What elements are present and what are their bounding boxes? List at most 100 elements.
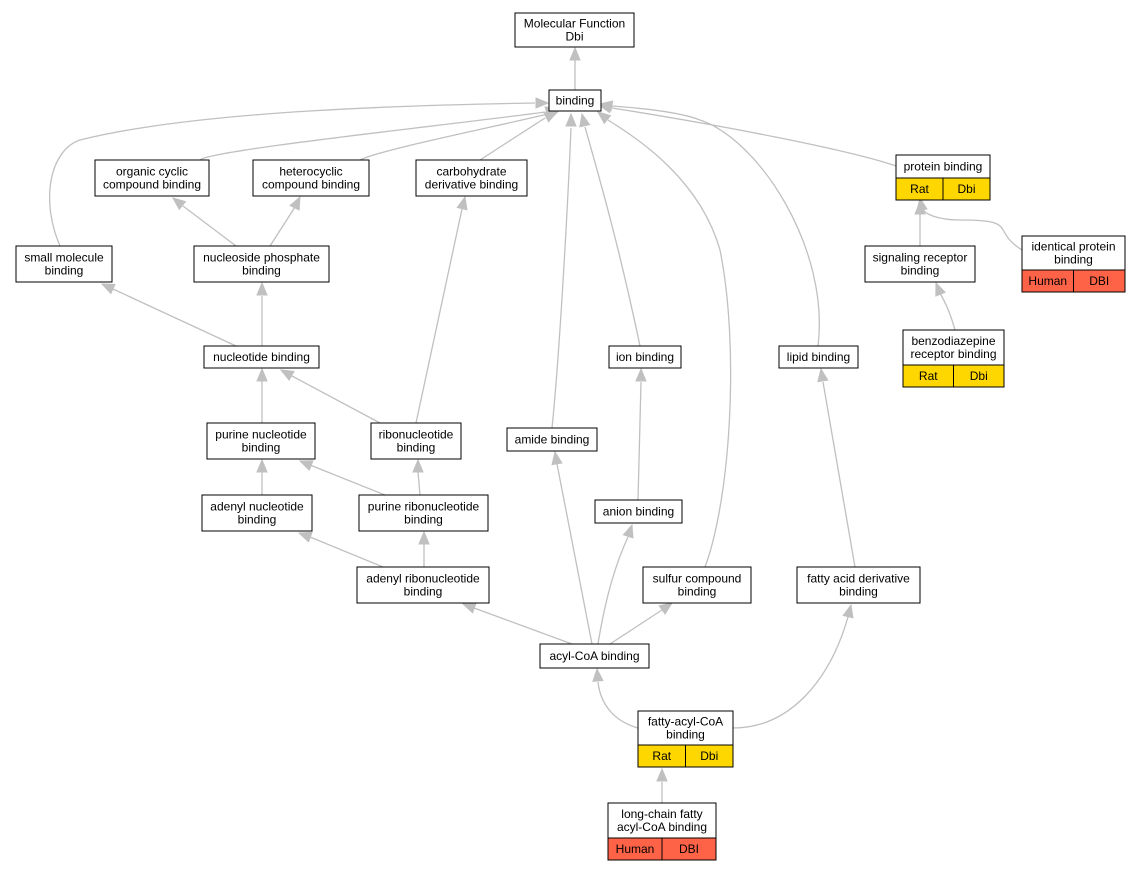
node-box	[594, 499, 683, 524]
node-label: benzodiazepine	[911, 334, 995, 348]
edge-line	[359, 113, 549, 161]
gene-label: Dbi	[700, 749, 718, 763]
node-box	[356, 566, 490, 604]
node-acyl-coa[interactable]: acyl-CoA binding	[539, 643, 650, 669]
edge-acyl-coa-to-amide	[551, 450, 593, 645]
node-label: binding	[556, 94, 595, 108]
node-label: fatty acid derivative	[807, 572, 910, 586]
node-label: organic cyclic	[116, 165, 188, 179]
edge-nucleoside-phosphate-to-organic-cyclic	[171, 197, 237, 247]
edge-identical-protein-to-protein-binding	[916, 196, 1023, 251]
node-label: Dbi	[565, 30, 583, 44]
node-label: purine nucleotide	[215, 428, 307, 442]
node-nucleotide[interactable]: nucleotide binding	[203, 345, 320, 369]
species-label: Human	[1028, 274, 1067, 288]
node-label: receptor binding	[910, 347, 996, 361]
edge-amide-to-binding	[551, 112, 577, 429]
edge-purine-ribonucleotide-to-ribonucleotide	[412, 458, 424, 496]
node-label: binding	[404, 585, 443, 599]
node-lipid[interactable]: lipid binding	[778, 345, 859, 369]
arrow-head	[842, 603, 854, 619]
edge-long-chain-to-fatty-acyl-coa	[656, 767, 668, 803]
edge-ion-to-binding	[579, 112, 641, 347]
arrow-head	[456, 195, 468, 211]
arrow-head	[256, 458, 268, 473]
gene-cell	[685, 744, 734, 768]
node-label: adenyl ribonucleotide	[366, 572, 480, 586]
node-box	[902, 329, 1005, 366]
arrow-head	[279, 369, 295, 382]
node-label: binding	[242, 264, 281, 278]
node-box	[796, 566, 921, 604]
node-label: anion binding	[603, 505, 674, 519]
edge-benzodiazepine-to-signaling-receptor	[935, 281, 956, 331]
arrow-head	[592, 667, 604, 682]
edge-line	[309, 536, 384, 568]
node-label: binding	[404, 513, 443, 527]
node-box	[506, 427, 598, 452]
arrow-head	[418, 530, 430, 545]
node-label: binding	[238, 513, 277, 527]
arrow-head	[622, 523, 634, 539]
edge-purine-ribonucleotide-to-purine-nucleotide	[298, 460, 386, 496]
node-box	[864, 245, 976, 283]
node-label: ion binding	[616, 350, 674, 364]
edge-line	[584, 126, 641, 347]
edge-signaling-receptor-to-protein-binding	[914, 200, 926, 246]
arrow-head	[579, 112, 591, 128]
edge-small-molecule-to-binding	[48, 97, 550, 247]
node-label: nucleotide binding	[213, 350, 310, 364]
node-box	[201, 494, 313, 532]
edge-line	[609, 609, 663, 645]
node-amide[interactable]: amide binding	[506, 427, 598, 452]
edge-nucleotide-to-nucleoside-phosphate	[256, 281, 268, 346]
node-label: sulfur compound	[653, 572, 742, 586]
arrow-head	[297, 531, 313, 543]
edge-nucleotide-to-small-molecule	[100, 283, 237, 347]
node-label: small molecule	[24, 251, 104, 265]
node-label: carbohydrate	[436, 165, 506, 179]
edge-line	[611, 107, 897, 167]
arrow-head	[461, 602, 477, 614]
edge-line	[415, 208, 463, 424]
edge-line	[48, 102, 536, 247]
gene-cell	[661, 837, 717, 861]
node-label: heterocyclic	[279, 165, 342, 179]
edge-protein-binding-to-binding	[597, 102, 897, 167]
edge-line	[182, 205, 237, 247]
node-anion[interactable]: anion binding	[594, 499, 683, 524]
node-label: identical protein	[1031, 240, 1115, 254]
node-box	[637, 710, 734, 746]
node-label: ribonucleotide	[379, 428, 454, 442]
arrow-head	[635, 367, 647, 382]
node-box	[539, 643, 650, 669]
node-label: adenyl nucleotide	[210, 500, 304, 514]
arrow-head	[100, 283, 116, 295]
edge-lipid-to-binding	[598, 100, 820, 347]
node-ion[interactable]: ion binding	[608, 345, 682, 369]
node-binding[interactable]: binding	[548, 89, 602, 112]
edge-line	[597, 536, 629, 645]
node-label: amide binding	[515, 433, 590, 447]
node-label: acyl-CoA binding	[617, 820, 707, 834]
node-label: binding	[901, 264, 940, 278]
